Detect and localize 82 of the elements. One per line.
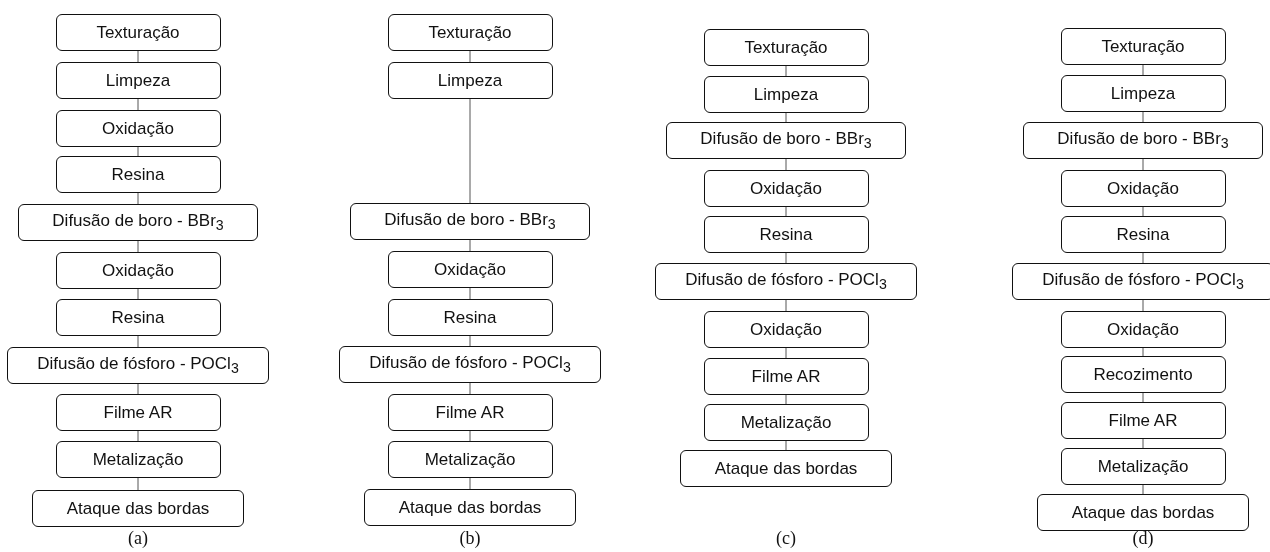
connector-line — [469, 430, 471, 442]
connector-line — [469, 477, 471, 490]
process-step-box: Ataque das bordas — [680, 450, 892, 487]
process-step-box: Ataque das bordas — [364, 489, 576, 526]
connector-line — [785, 112, 787, 123]
connector-line — [785, 158, 787, 171]
process-step-box: Metalização — [387, 441, 553, 478]
process-step-box: Metalização — [55, 441, 221, 478]
process-step-box: Filme AR — [1060, 402, 1226, 439]
connector-line — [137, 383, 139, 395]
process-step-box: Limpeza — [1060, 75, 1226, 112]
panel-caption: (a) — [128, 528, 148, 549]
process-step-box: Limpeza — [703, 76, 869, 113]
process-step-box: Resina — [387, 299, 553, 336]
connector-line — [137, 146, 139, 157]
connector-line — [469, 335, 471, 347]
process-step-box: Filme AR — [55, 394, 221, 431]
connector-line — [785, 394, 787, 405]
process-step-box: Oxidação — [1060, 170, 1226, 207]
connector-line — [137, 98, 139, 111]
connector-line — [1142, 252, 1144, 264]
process-step-box: Resina — [1060, 216, 1226, 253]
process-step-box: Oxidação — [55, 110, 221, 147]
process-step-box: Texturação — [703, 29, 869, 66]
connector-line — [1142, 111, 1144, 123]
process-step-box: Metalização — [1060, 448, 1226, 485]
connector-line — [469, 98, 471, 204]
connector-line — [137, 240, 139, 253]
connector-line — [137, 430, 139, 442]
process-step-box: Oxidação — [1060, 311, 1226, 348]
connector-line — [137, 335, 139, 348]
process-step-box: Limpeza — [387, 62, 553, 99]
process-step-box: Difusão de fósforo - POCl$_{3}$ — [7, 347, 269, 384]
process-step-box: Filme AR — [387, 394, 553, 431]
process-step-box: Ataque das bordas — [32, 490, 244, 527]
process-step-box: Difusão de fósforo - POCl$_{3}$ — [1012, 263, 1270, 300]
connector-line — [785, 252, 787, 264]
connector-line — [137, 192, 139, 205]
connector-line — [1142, 347, 1144, 357]
connector-line — [1142, 299, 1144, 312]
connector-line — [469, 239, 471, 252]
connector-line — [1142, 64, 1144, 76]
connector-line — [1142, 438, 1144, 449]
connector-line — [785, 440, 787, 451]
connector-line — [1142, 206, 1144, 217]
connector-line — [469, 50, 471, 63]
connector-line — [1142, 392, 1144, 403]
process-step-box: Texturação — [1060, 28, 1226, 65]
connector-line — [785, 65, 787, 77]
process-step-box: Filme AR — [703, 358, 869, 395]
process-step-box: Texturação — [387, 14, 553, 51]
process-step-box: Resina — [703, 216, 869, 253]
process-step-box: Resina — [55, 299, 221, 336]
connector-line — [469, 287, 471, 300]
connector-line — [1142, 484, 1144, 495]
connector-line — [137, 288, 139, 300]
process-step-box: Difusão de boro - BBr$_{3}$ — [18, 204, 258, 241]
process-step-box: Oxidação — [55, 252, 221, 289]
connector-line — [785, 299, 787, 312]
process-step-box: Difusão de boro - BBr$_{3}$ — [1023, 122, 1263, 159]
process-step-box: Difusão de boro - BBr$_{3}$ — [666, 122, 906, 159]
process-step-box: Metalização — [703, 404, 869, 441]
panel-caption: (c) — [776, 528, 796, 549]
process-step-box: Oxidação — [387, 251, 553, 288]
connector-line — [1142, 158, 1144, 171]
process-step-box: Recozimento — [1060, 356, 1226, 393]
process-step-box: Resina — [55, 156, 221, 193]
connector-line — [137, 477, 139, 491]
connector-line — [469, 382, 471, 395]
connector-line — [785, 206, 787, 217]
process-step-box: Texturação — [55, 14, 221, 51]
process-step-box: Difusão de boro - BBr$_{3}$ — [350, 203, 590, 240]
process-step-box: Difusão de fósforo - POCl$_{3}$ — [655, 263, 917, 300]
process-step-box: Ataque das bordas — [1037, 494, 1249, 531]
panel-caption: (d) — [1132, 528, 1154, 549]
process-step-box: Oxidação — [703, 170, 869, 207]
connector-line — [785, 347, 787, 359]
process-step-box: Limpeza — [55, 62, 221, 99]
connector-line — [137, 50, 139, 63]
panel-caption: (b) — [459, 528, 481, 549]
process-step-box: Oxidação — [703, 311, 869, 348]
process-step-box: Difusão de fósforo - POCl$_{3}$ — [339, 346, 601, 383]
